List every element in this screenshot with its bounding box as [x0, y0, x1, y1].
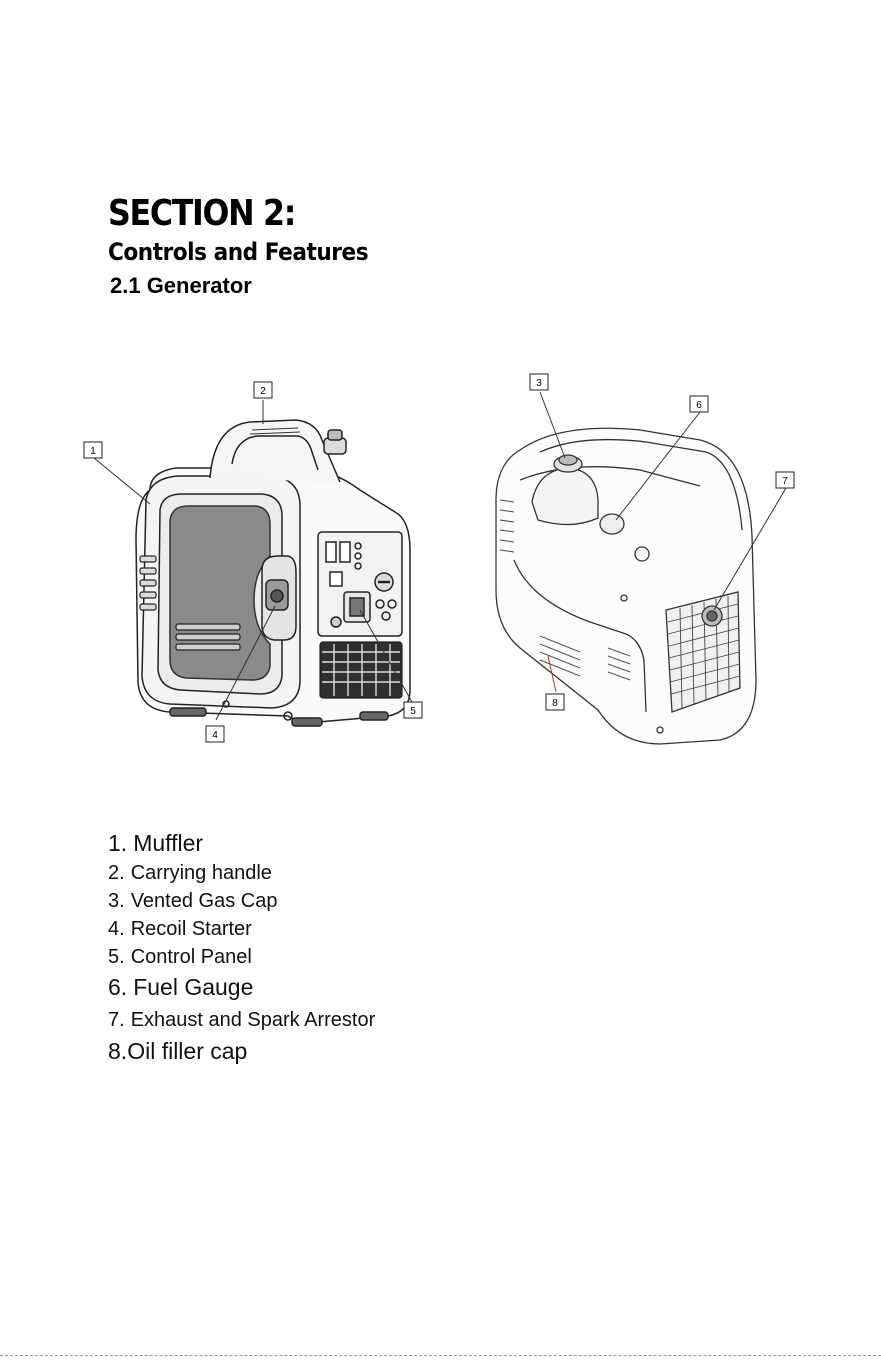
- callout-6: 6: [690, 396, 708, 412]
- part-item-carrying-handle: 2. Carrying handle: [108, 859, 375, 887]
- callout-label: 4: [212, 730, 218, 741]
- part-number: 5.: [108, 946, 125, 968]
- part-label: Recoil Starter: [131, 918, 252, 940]
- callout-label: 3: [536, 378, 542, 389]
- part-item-recoil-starter: 4. Recoil Starter: [108, 915, 375, 943]
- callout-label: 1: [90, 446, 96, 457]
- part-label: Vented Gas Cap: [131, 890, 278, 912]
- callout-3: 3: [530, 374, 548, 390]
- part-label: Control Panel: [131, 946, 252, 968]
- generator-rear-illustration: [496, 428, 756, 744]
- callout-8: 8: [546, 694, 564, 710]
- part-label: Muffler: [133, 830, 203, 856]
- part-number: 7.: [108, 1009, 125, 1031]
- part-item-exhaust-spark-arrestor: 7. Exhaust and Spark Arrestor: [108, 1004, 375, 1036]
- callout-label: 8: [552, 698, 558, 709]
- part-item-oil-filler-cap: 8.Oil filler cap: [108, 1036, 375, 1067]
- section-title: SECTION 2:: [108, 192, 295, 236]
- part-item-fuel-gauge: 6.Fuel Gauge: [108, 971, 375, 1004]
- part-label: Fuel Gauge: [133, 974, 253, 1000]
- callout-label: 2: [260, 386, 266, 397]
- part-number: 8.: [108, 1038, 127, 1064]
- part-label: Carrying handle: [131, 862, 272, 884]
- part-number: 2.: [108, 862, 125, 884]
- callout-1: 1: [84, 442, 102, 458]
- callout-2: 2: [254, 382, 272, 398]
- part-item-muffler: 1.Muffler: [108, 828, 375, 859]
- part-number: 4.: [108, 918, 125, 940]
- part-item-control-panel: 5. Control Panel: [108, 943, 375, 971]
- part-label: Exhaust and Spark Arrestor: [131, 1009, 376, 1031]
- subsection-heading: 2.1 Generator: [110, 272, 252, 300]
- callout-4: 4: [206, 726, 224, 742]
- generator-figure: 1 2 3 4 5 6 7 8: [0, 360, 881, 780]
- parts-list: 1.Muffler 2. Carrying handle 3. Vented Gas…: [108, 828, 375, 1067]
- part-number: 1.: [108, 830, 127, 856]
- section-subtitle: Controls and Features: [108, 236, 368, 268]
- callout-label: 6: [696, 400, 702, 411]
- callout-label: 5: [410, 706, 416, 717]
- part-label: Oil filler cap: [127, 1038, 247, 1064]
- generator-front-illustration: [136, 420, 410, 726]
- part-number: 6.: [108, 974, 127, 1000]
- callout-7: 7: [776, 472, 794, 488]
- callout-5: 5: [404, 702, 422, 718]
- page-bottom-divider: [0, 1355, 881, 1356]
- part-item-vented-gas-cap: 3. Vented Gas Cap: [108, 887, 375, 915]
- callout-label: 7: [782, 476, 788, 487]
- part-number: 3.: [108, 890, 125, 912]
